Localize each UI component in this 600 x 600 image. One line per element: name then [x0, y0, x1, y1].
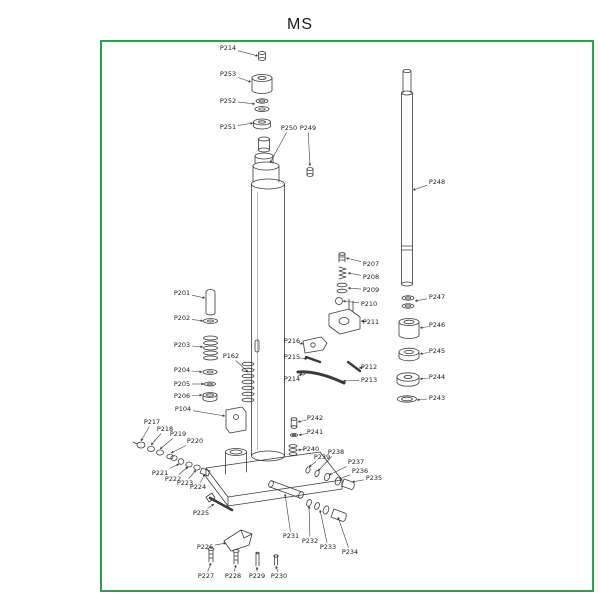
cup-sleeve: [398, 318, 420, 339]
retainer-ring: [398, 347, 420, 362]
left-washer-1: [203, 318, 218, 324]
diagram-border: [100, 40, 594, 592]
top-bolt: [258, 51, 266, 61]
bottom-screws: [207, 547, 279, 567]
left-pin: [205, 289, 216, 316]
lower-right-fittings: [288, 417, 355, 490]
bottom-bracket: [223, 529, 253, 552]
handle-assembly: [296, 336, 362, 385]
left-washer-2: [202, 369, 218, 375]
release-screw: [205, 492, 234, 512]
piston-rod-top: [254, 136, 274, 164]
left-spring: [203, 335, 218, 361]
middle-spring: [241, 361, 255, 403]
thick-washer: [396, 372, 420, 387]
flat-ring: [397, 395, 417, 403]
plunger-assembly: [268, 480, 347, 522]
pump-handle-rod: [401, 69, 413, 287]
valve-fittings-row: [132, 441, 211, 477]
diagram-title: MS: [287, 16, 313, 33]
release-valve-parts: [335, 252, 348, 305]
side-bolt: [306, 167, 314, 177]
cap-nut: [251, 74, 273, 94]
main-cylinder: [251, 161, 285, 462]
left-ring: [202, 392, 218, 402]
leader-lines: [140, 50, 429, 572]
left-washer-3: [204, 381, 216, 387]
rod-rings: [401, 295, 415, 309]
pump-bracket: [225, 406, 247, 434]
top-washer: [253, 118, 271, 130]
pump-cylinder: [225, 448, 247, 475]
base-plate: [205, 451, 343, 507]
seal-rings: [254, 98, 270, 112]
valve-body: [328, 298, 361, 335]
